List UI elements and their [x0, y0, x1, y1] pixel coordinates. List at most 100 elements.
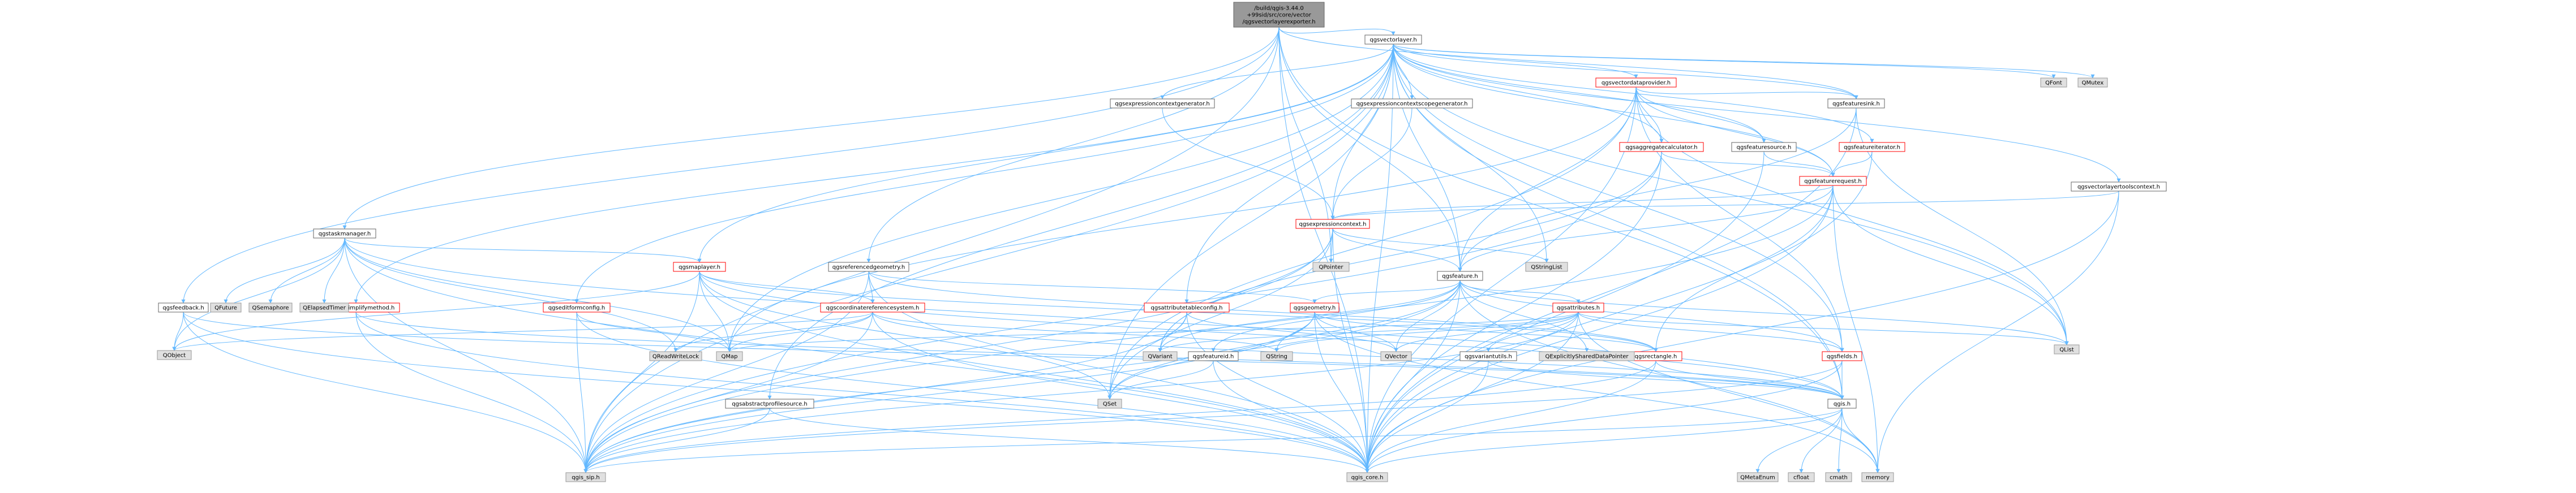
edge-qgsrectangle-to-qgis_sip: [583, 360, 1656, 473]
node-box: [1827, 399, 1857, 409]
edge-qgsfeaturerequest-to-qgis_sip: [583, 185, 1834, 473]
node-qgsfeaturerequest[interactable]: qgsfeaturerequest.h: [1799, 176, 1867, 186]
edge-qgsvectorsimplifymethod-to-qgis: [355, 312, 1844, 400]
edge-qgsgeometry-to-qgis_sip: [583, 312, 1315, 473]
edge-qgsfeaturerequest-to-qgsexpressioncontext: [1330, 185, 1834, 220]
edge-qgsrectangle-to-qgis_core: [1365, 360, 1656, 473]
edge-qgsvectorlayer-to-qgsvectordataprovider: [1393, 44, 1638, 79]
node-qgsvectorlayer[interactable]: qgsvectorlayer.h: [1364, 34, 1422, 45]
edge-qgsfeatureiterator-to-qgsfeaturerequest: [1831, 151, 1873, 177]
node-qgsreferencedgeometry[interactable]: qgsreferencedgeometry.h: [828, 262, 909, 272]
node-qfont: QFont: [2040, 77, 2067, 88]
node-qgsvectordataprovider[interactable]: qgsvectordataprovider.h: [1595, 77, 1677, 88]
node-qgsmaplayer[interactable]: qgsmaplayer.h: [673, 262, 726, 272]
node-box: [1827, 98, 1885, 109]
node-box: [716, 351, 743, 361]
node-box: [299, 302, 349, 313]
node-box: [1737, 472, 1779, 482]
node-root[interactable]: /build/qgis-3.44.0+99sid/src/core/vector…: [1233, 2, 1325, 28]
node-qgsfeatureiterator[interactable]: qgsfeatureiterator.h: [1839, 142, 1905, 152]
node-box: [1731, 142, 1797, 152]
edge-qgsfeature-to-qgsgeometry: [1312, 280, 1461, 304]
node-qgsgeometry[interactable]: qgsgeometry.h: [1290, 302, 1339, 313]
edge-root-to-qgis_sip: [583, 27, 1280, 473]
node-label: qgis_core.h: [1351, 475, 1384, 481]
node-qgsabstractprofilesource[interactable]: qgsabstractprofilesource.h: [725, 399, 814, 409]
node-label: QObject: [163, 353, 186, 359]
edge-qgsvectorlayer-to-qgsexpressioncontext: [1330, 44, 1394, 220]
node-qgsattributetableconfig[interactable]: qgsattributetableconfig.h: [1144, 302, 1230, 313]
node-qgsfeaturesource[interactable]: qgsfeaturesource.h: [1731, 142, 1797, 152]
node-qelapsedtimer: QElapsedTimer: [299, 302, 349, 313]
edge-qgis-to-cfloat: [1799, 408, 1843, 473]
node-qgis[interactable]: qgis.h: [1827, 399, 1857, 409]
node-qgsfeaturesink[interactable]: qgsfeaturesink.h: [1827, 98, 1885, 109]
edge-qgscoordinatereferencesystem-to-qmap: [727, 312, 873, 352]
node-qgis-core: qgis_core.h: [1346, 472, 1388, 482]
node-qgsexpressioncontextscopegenerator[interactable]: qgsexpressioncontextscopegenerator.h: [1351, 98, 1473, 109]
node-box: [1346, 472, 1388, 482]
node-label: cfloat: [1793, 475, 1809, 481]
node-qgsfeedback[interactable]: qgsfeedback.h: [158, 302, 209, 313]
node-label: QSet: [1103, 401, 1117, 408]
edge-qgsattributes-to-qvector: [1394, 312, 1579, 352]
node-label: qgsfeature.h: [1442, 274, 1478, 280]
node-qgsexpressioncontext[interactable]: qgsexpressioncontext.h: [1295, 219, 1370, 229]
node-label: qgsfields.h: [1827, 354, 1857, 360]
edge-qgsvariantutils-to-qgis: [1488, 360, 1844, 400]
node-box: [158, 302, 209, 313]
node-label: QPointer: [1319, 265, 1344, 271]
node-qgsexpressioncontextgenerator[interactable]: qgsexpressioncontextgenerator.h: [1110, 98, 1215, 109]
node-box: [649, 351, 702, 361]
edge-qgsvectorlayertoolscontext-to-memory: [1875, 191, 2119, 473]
node-qgstaskmanager[interactable]: qgstaskmanager.h: [313, 228, 376, 239]
node-qgsattributes[interactable]: qgsattributes.h: [1552, 302, 1604, 313]
edge-qgsvectorlayer-to-qgsabstractprofilesource: [767, 44, 1394, 400]
edge-qgstaskmanager-to-qfuture: [224, 237, 345, 304]
node-qgsrectangle[interactable]: qgsrectangle.h: [1629, 351, 1682, 361]
node-box: [313, 228, 376, 239]
node-qgsfeatureid[interactable]: qgsfeatureid.h: [1188, 351, 1239, 361]
edge-qgsvectordataprovider-to-qmap: [727, 87, 1637, 352]
node-label: qgsexpressioncontextscopegenerator.h: [1356, 101, 1468, 107]
node-qgseditformconfig[interactable]: qgseditformconfig.h: [543, 302, 611, 313]
node-qgsvectorlayertoolscontext[interactable]: qgsvectorlayertoolscontext.h: [2071, 181, 2167, 192]
edge-qgsfeature-to-qgis_core: [1365, 280, 1461, 473]
node-box: [2054, 344, 2080, 354]
edge-qgsvectorlayer-to-qgsfeaturesink: [1393, 44, 1858, 100]
node-label: QVector: [1385, 354, 1408, 360]
node-box: [1312, 262, 1350, 272]
node-box: [1539, 351, 1635, 361]
edge-qgis-to-qgis_core: [1365, 408, 1843, 473]
node-qset: QSet: [1097, 399, 1122, 409]
edge-qgsvectorsimplifymethod-to-qgis_sip: [355, 312, 588, 473]
node-label: qgsreferencedgeometry.h: [832, 265, 905, 271]
edge-qgsfeaturesource-to-qgsfeaturerequest: [1763, 151, 1835, 177]
edge-qgsexpressioncontext-to-qstringlist: [1332, 228, 1549, 263]
node-qgsaggregatecalculator[interactable]: qgsaggregatecalculator.h: [1619, 142, 1704, 152]
edge-qgsvectorlayer-to-qlist: [1393, 44, 2069, 345]
edge-qgsfeature-to-qgsfeatureid: [1211, 280, 1461, 352]
edge-qgsvectorlayer-to-qgsaggregatecalculator: [1393, 44, 1664, 143]
node-box: [1097, 399, 1122, 409]
node-label: qgsmaplayer.h: [679, 265, 720, 271]
edge-qgsvectorlayer-to-qgis: [1393, 44, 1844, 400]
node-qgscoordinatereferencesystem[interactable]: qgscoordinatereferencesystem.h: [820, 302, 925, 313]
edge-qgstaskmanager-to-qsemaphore: [268, 237, 345, 304]
node-qmap: QMap: [716, 351, 743, 361]
edge-qgsattributetableconfig-to-qgis_core: [1186, 312, 1369, 473]
edge-qgsabstractprofilesource-to-qgis_core: [769, 408, 1369, 473]
edge-qgsfeatureid-to-qgis_core: [1213, 360, 1369, 473]
edge-qgscoordinatereferencesystem-to-qobject: [172, 312, 873, 351]
node-qgsfields[interactable]: qgsfields.h: [1822, 351, 1862, 361]
edge-qgsfeature-to-qvector: [1394, 280, 1461, 352]
node-qgsfeature[interactable]: qgsfeature.h: [1437, 271, 1483, 281]
node-box: [1351, 98, 1473, 109]
edge-qgsattributes-to-memory: [1578, 312, 1880, 473]
edge-qgsvectorlayer-to-qgseditformconfig: [574, 44, 1394, 304]
node-box: [1260, 351, 1293, 361]
node-qgsvariantutils[interactable]: qgsvariantutils.h: [1459, 351, 1517, 361]
node-label: qgsabstractprofilesource.h: [732, 401, 807, 408]
node-label: qgseditformconfig.h: [548, 305, 606, 312]
